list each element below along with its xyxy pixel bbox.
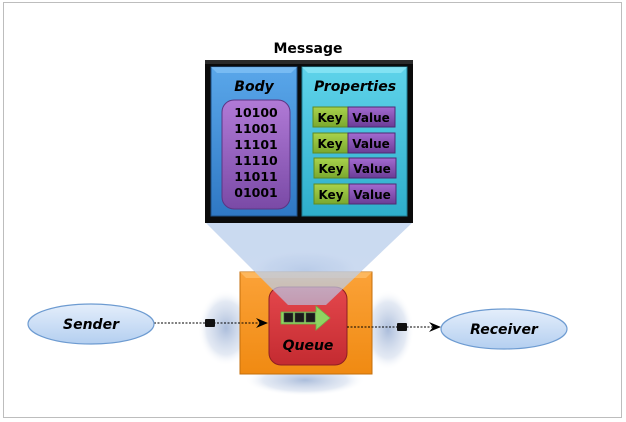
message-box: Body 10100 11001 11101 11110 11011 01001… — [205, 60, 413, 223]
sender-node[interactable]: Sender — [27, 303, 155, 345]
key-label: Key — [317, 137, 342, 151]
value-cell — [347, 132, 396, 154]
receiver-node[interactable]: Receiver — [440, 308, 568, 350]
sender-label: Sender — [63, 317, 120, 333]
sender-to-queue-connector — [154, 318, 268, 328]
bit-row: 10100 — [234, 105, 278, 120]
value-cell — [348, 157, 397, 179]
body-label: Body — [234, 79, 274, 95]
value-cell — [348, 183, 397, 205]
properties-panel: Properties Key Value Key Value Key Value — [301, 66, 408, 217]
bit-row: 11011 — [234, 169, 278, 184]
properties-label: Properties — [314, 79, 396, 95]
value-label: Value — [352, 137, 390, 151]
property-pair: Key Value — [312, 132, 396, 154]
property-pair: Key Value — [312, 106, 396, 128]
key-label: Key — [318, 162, 343, 176]
body-panel: Body 10100 11001 11101 11110 11011 01001 — [210, 66, 298, 217]
value-cell — [347, 106, 396, 128]
zoom-funnel — [206, 223, 412, 305]
body-bits: 10100 11001 11101 11110 11011 01001 — [234, 105, 278, 200]
value-label: Value — [353, 188, 391, 202]
queue-label: Queue — [283, 338, 334, 354]
queue-arrow-icon — [280, 305, 331, 331]
queue-to-receiver-connector — [347, 322, 441, 332]
message-title: Message — [273, 41, 342, 57]
body-bits-pill — [221, 99, 291, 210]
bit-row: 01001 — [234, 185, 278, 200]
bit-row: 11101 — [234, 137, 278, 152]
bit-row: 11001 — [234, 121, 278, 136]
property-pair: Key Value — [313, 157, 397, 179]
key-label: Key — [318, 188, 343, 202]
value-label: Value — [353, 162, 391, 176]
key-label: Key — [317, 111, 342, 125]
bit-row: 11110 — [234, 153, 278, 168]
property-pair: Key Value — [313, 183, 397, 205]
value-label: Value — [352, 111, 390, 125]
receiver-label: Receiver — [470, 322, 539, 338]
message-token-icon — [397, 323, 407, 331]
queue-box[interactable]: Queue — [268, 286, 348, 366]
message-token-icon — [205, 319, 215, 327]
